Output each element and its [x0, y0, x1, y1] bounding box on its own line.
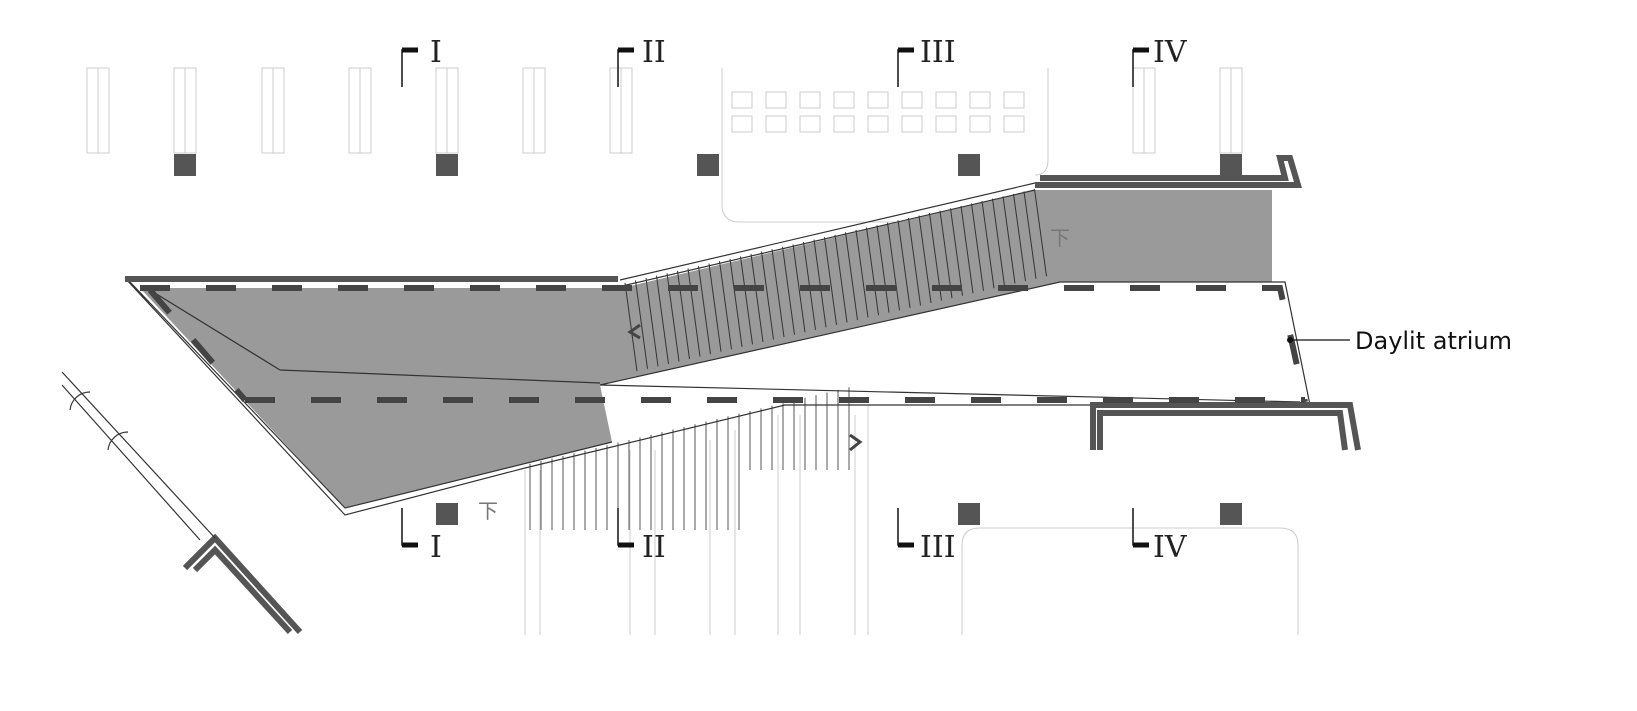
section-mark-bottom-1: I [430, 530, 442, 565]
section-mark-top-1: I [430, 35, 442, 70]
stair-tread [1034, 189, 1047, 277]
stair-direction-arrow-icon [627, 323, 863, 452]
stair-tread [845, 232, 858, 321]
seat [1003, 115, 1025, 133]
seat [901, 91, 923, 109]
stair-tread [813, 239, 827, 328]
stair-tread [782, 246, 795, 335]
stair-tread [950, 208, 963, 296]
seat [935, 115, 957, 133]
seat [969, 91, 991, 109]
stair-tread [1023, 191, 1037, 279]
stair-treads [624, 189, 1047, 372]
seat [935, 91, 957, 109]
seat [867, 91, 889, 109]
stair-tread [1002, 196, 1016, 284]
atrium-boundary-dashed [140, 285, 1308, 403]
section-mark-bottom-2: II [642, 530, 666, 565]
structural-columns [174, 154, 1242, 525]
stair-tread [876, 225, 890, 313]
stair-tread [656, 275, 669, 364]
stair-tread [698, 265, 711, 355]
section-mark-top-2: II [642, 35, 666, 70]
stair-tread [918, 215, 932, 304]
stair-tread [761, 251, 774, 340]
stair-tread [897, 220, 911, 308]
stair-tread [719, 261, 732, 350]
seat [799, 115, 821, 133]
stair-tread [792, 244, 806, 333]
stair-down-label: 下 [1050, 226, 1070, 250]
section-mark-top-3: III [920, 35, 956, 70]
stair-tread [771, 249, 785, 338]
seat [1003, 91, 1025, 109]
stair-tread [708, 263, 722, 352]
seat [833, 91, 855, 109]
stair-tread [824, 237, 837, 325]
stair-tread [834, 234, 848, 323]
section-mark-bottom-4: IV [1153, 530, 1188, 565]
stair-tread [729, 258, 743, 347]
stair-tread [992, 198, 1005, 287]
stair-down-label: 下 [478, 499, 498, 523]
stair-tread [960, 205, 974, 294]
section-marks-bottom: I II III IV [401, 508, 1188, 565]
section-mark-bottom-3: III [920, 530, 956, 565]
seat [969, 115, 991, 133]
stair-tread [740, 256, 753, 345]
stair-tread [635, 280, 648, 369]
stair-tread [866, 227, 879, 316]
seat [901, 115, 923, 133]
stair-tread [939, 210, 953, 299]
seat [731, 91, 753, 109]
section-mark-top-4: IV [1153, 35, 1188, 70]
stair-tread [750, 253, 764, 343]
seat [731, 115, 753, 133]
slab-wall-bottom-left [182, 533, 303, 635]
stair-tread [645, 277, 659, 367]
section-marks-top: I II III IV [401, 35, 1188, 87]
stair-tread [1013, 193, 1026, 282]
entrance-doors [61, 371, 216, 541]
slab-wall-top-right [1035, 155, 1303, 188]
background-furniture [86, 67, 1299, 635]
slab-edge [124, 182, 1311, 516]
stair-tread [981, 201, 995, 289]
stair-tread [624, 282, 638, 372]
seat [799, 91, 821, 109]
atrium-void-fill [140, 190, 1272, 508]
slab-wall-bottom-right [1090, 402, 1361, 451]
seat [833, 115, 855, 133]
seat [867, 115, 889, 133]
stair-tread [971, 203, 984, 291]
daylit-atrium-label: Daylit atrium [1355, 327, 1512, 355]
stair-tread [687, 268, 701, 357]
seat [765, 91, 787, 109]
stair-tread [855, 229, 869, 318]
stair-tread [908, 217, 921, 306]
stair-tread [887, 222, 900, 311]
seat [765, 115, 787, 133]
